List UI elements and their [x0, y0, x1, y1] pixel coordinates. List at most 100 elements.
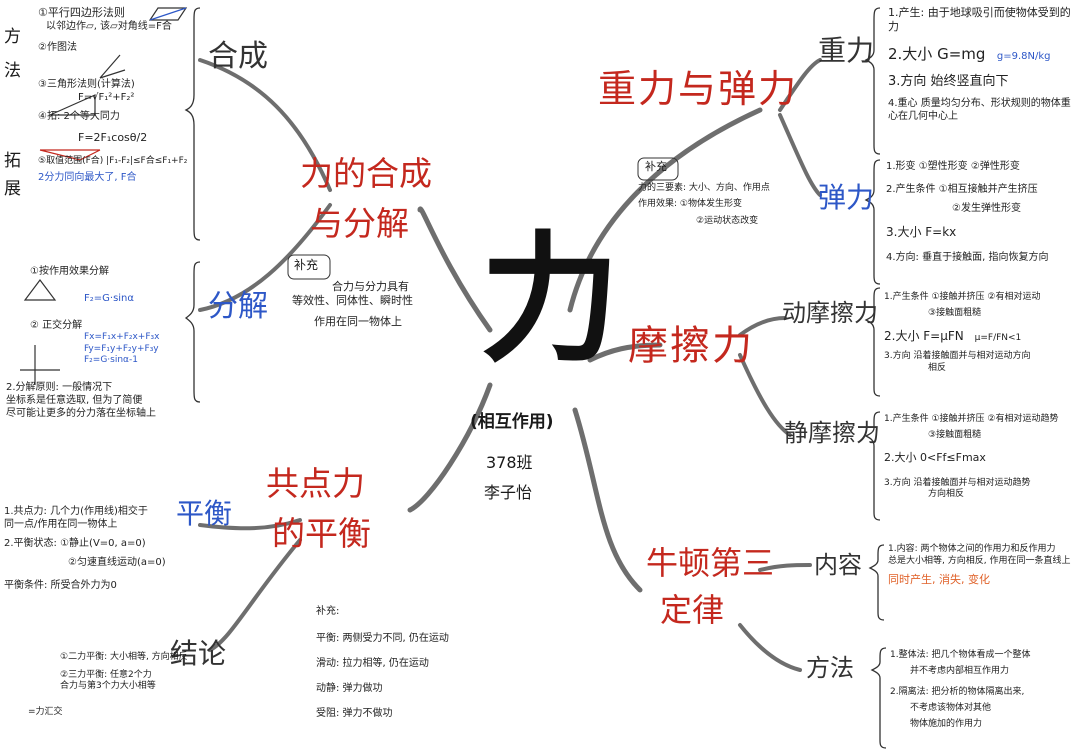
bracket-tanli [864, 159, 881, 285]
note-line: 1.产生条件 ①接触并挤压 ②有相对运动 [884, 292, 1041, 302]
note-line: 物体施加的作用力 [910, 718, 983, 729]
note-line: 1.内容: 两个物体之间的作用力和反作用力 [888, 544, 1056, 554]
balance-supp-notes: 补充: 平衡: 两侧受力不同, 仍在运动 滑动: 拉力相等, 仍在运动 动静: … [316, 605, 449, 720]
dong-notes: 1.产生条件 ①接触并挤压 ②有相对运动 ③接触面粗糙 2.大小 F=μFN μ… [884, 292, 1040, 374]
pingheng-notes: 1.共点力: 几个力(作用线)相交于 同一点/作用在同一物体上 2.平衡状态: … [4, 505, 166, 592]
jielun-notes: ①二力平衡: 大小相等, 方向相反 ②三力平衡: 任意2个力 合力与第3个力大小… [28, 652, 188, 719]
supp-line: ②运动状态改变 [696, 216, 759, 227]
note-line: 滑动: 拉力相等, 仍在运动 [316, 658, 429, 669]
note-line: 2.大小 G=mg [888, 44, 986, 63]
sub-title-neirong: 内容 [814, 551, 862, 579]
note-line: ②发生弹性形变 [952, 203, 1021, 214]
note-line: 动静: 弹力做功 [316, 683, 383, 694]
note-line: 1.共点力: 几个力(作用线)相交于 [4, 506, 148, 517]
bracket-hecheng [184, 7, 201, 241]
sketch-fenjie-1 [23, 279, 57, 301]
note-line: 3.方向 沿着接触面并与相对运动趋势 [884, 477, 1031, 488]
supp-line: 作用效果: ①物体发生形变 [638, 198, 742, 209]
connector-newton-neirong [758, 563, 812, 572]
note-line: 相反 [928, 362, 947, 373]
note-line: 合力与第3个力大小相等 [60, 681, 156, 692]
note-line: ④拓: 2个等大同力 [38, 111, 120, 123]
sub-title-dong: 动摩擦力 [782, 299, 878, 327]
supp-line: 作用在同一物体上 [314, 314, 402, 328]
center-subtitle: (相互作用) [470, 412, 554, 432]
connector-gravity-tanli [778, 113, 822, 197]
note-line: 3.方向 沿着接触面并与相对运动方向 [884, 351, 1031, 362]
sub-title-pingheng: 平衡 [176, 497, 233, 530]
side-label-kuozhan-2: 展 [4, 179, 21, 199]
hecheng-notes: ①平行四边形法则 以邻边作▱, 该▱对角线=F合 ②作图法 ③三角形法则(计算法… [38, 6, 188, 184]
supp-box-synthesis [287, 254, 331, 280]
branch-title-balance-l2: 的平衡 [272, 514, 371, 553]
note-line: 不考虑该物体对其他 [910, 703, 992, 714]
sub-title-jielun: 结论 [170, 637, 227, 670]
side-label-kuozhan-1: 拓 [4, 151, 21, 171]
note-line: ③三角形法则(计算法) [38, 79, 135, 91]
connector-balance-pingheng [198, 518, 302, 531]
note-line: 受阻: 弹力不做功 [316, 708, 393, 719]
supp-tag-synthesis: 补充 [294, 258, 319, 272]
note-line: Fx=F₁x+F₂x+F₃x [84, 332, 160, 342]
note-line: 2.大小 0<Ff≤Fmax [884, 451, 986, 465]
connector-synthesis-hecheng [198, 58, 332, 192]
sub-title-hecheng: 合成 [208, 39, 268, 74]
connector-synthesis-fenjie [198, 203, 332, 312]
note-line: 2.产生条件 ①相互接触并产生挤压 [886, 184, 1038, 195]
center-title: 力 [480, 218, 621, 382]
supp-title: 补充: [316, 606, 340, 617]
side-label-method-1: 方 [4, 27, 21, 47]
branch-title-newton-l2: 定律 [660, 591, 725, 629]
note-line: =力汇交 [28, 707, 63, 718]
note-line: F₂=G·sinα-1 [84, 355, 138, 366]
connector-center-balance [407, 382, 493, 513]
note-line: 平衡: 两侧受力不同, 仍在运动 [316, 633, 449, 644]
supp-line: 力的三要素: 大小、方向、作用点 [638, 183, 770, 193]
note-line: 2分力同向最大了, F合 [38, 172, 137, 184]
note-line: 并不考虑内部相互作用力 [910, 665, 1010, 676]
note-row: 2.大小 F=μFN μ=F/FN<1 [884, 329, 1040, 345]
note-line: F=2F₁cosθ/2 [78, 131, 148, 145]
author-name: 李子怡 [484, 483, 533, 502]
note-line: 同一点/作用在同一物体上 [4, 519, 118, 530]
sub-title-fangfa: 方法 [806, 654, 854, 682]
fenjie-notes: ①按作用效果分解 F₂=G·sinα ② 正交分解 Fx=F₁x+F₂x+F₃x… [6, 265, 190, 420]
note-line: 同时产生, 消失, 变化 [888, 573, 990, 587]
sketch-arrow-1 [149, 7, 187, 21]
note-line: 总是大小相等, 方向相反, 作用在同一条直线上 [888, 555, 1071, 566]
note-line: ⑤取值范围(F合) |F₁-F₂|≤F合≤F₁+F₂ [38, 155, 188, 166]
note-line: ②匀速直线运动(a=0) [68, 557, 166, 568]
sketch-triangle [49, 94, 96, 116]
note-line: ①平行四边形法则 [38, 6, 125, 19]
note-line: g=9.8N/kg [996, 50, 1051, 62]
supp-tag-gravity: 补充 [645, 160, 667, 173]
supp-line: 等效性、同体性、瞬时性 [292, 294, 413, 308]
note-line: 1.产生: 由于地球吸引而使物体受到的力 [888, 6, 1071, 34]
connector-center-synthesis [417, 206, 493, 333]
bracket-neirong [868, 544, 885, 621]
supp-box-gravity [637, 157, 679, 181]
note-line: μ=F/FN<1 [974, 333, 1022, 344]
note-line: F₂=G·sinα [84, 293, 134, 304]
note-line: 1.整体法: 把几个物体看成一个整体 [890, 650, 1031, 660]
class-label: 378班 [486, 453, 533, 472]
note-line: ①按作用效果分解 [30, 266, 109, 277]
note-line: 2.隔离法: 把分析的物体隔离出来, [890, 687, 1025, 698]
note-line: Fy=F₁y+F₂y+F₃y [84, 343, 159, 354]
note-line: ①二力平衡: 大小相等, 方向相反 [60, 652, 188, 662]
jing-notes: 1.产生条件 ①接触并挤压 ②有相对运动趋势 ③接触面粗糙 2.大小 0<Ff≤… [884, 414, 1058, 501]
note-line: ② 正交分解 [30, 320, 83, 331]
sketch-vector-2 [99, 54, 126, 79]
branch-title-gravity-elastic: 重力与弹力 [598, 67, 799, 111]
side-label-method-2: 法 [4, 61, 21, 81]
note-line: 4.方向: 垂直于接触面, 指向恢复方向 [886, 251, 1049, 263]
bracket-fangfa [870, 647, 887, 749]
connector-balance-jielun [208, 538, 302, 652]
note-line: 坐标系是任意选取, 但为了简便 [6, 395, 143, 407]
zhongli-notes: 1.产生: 由于地球吸引而使物体受到的力 2.大小 G=mg g=9.8N/kg… [888, 6, 1076, 123]
connector-friction-jing [738, 353, 792, 437]
neirong-notes: 1.内容: 两个物体之间的作用力和反作用力 总是大小相等, 方向相反, 作用在同… [888, 544, 1076, 588]
note-line: 3.大小 F=kx [886, 225, 957, 239]
sub-title-jing: 静摩擦力 [784, 419, 880, 447]
note-row: 2.大小 G=mg g=9.8N/kg [888, 45, 1076, 65]
